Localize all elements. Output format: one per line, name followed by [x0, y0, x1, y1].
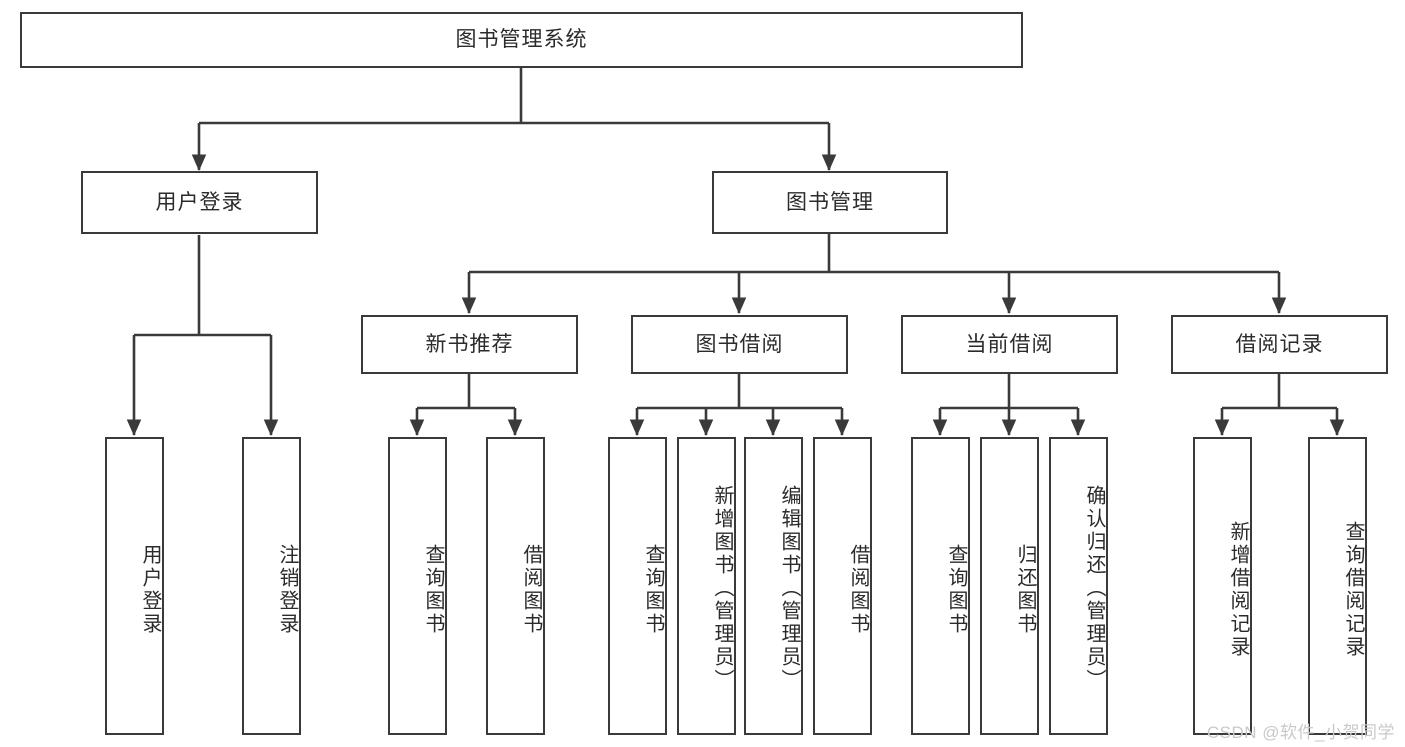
- node-borrow-record[interactable]: 借阅记录: [1171, 315, 1388, 374]
- leaf-borrow-record-query[interactable]: 查询借阅记录: [1308, 437, 1367, 735]
- leaf-user-login-signout[interactable]: 注销登录: [242, 437, 301, 735]
- node-label: 图书借阅: [695, 332, 784, 356]
- node-label: 用户登录: [139, 544, 161, 636]
- node-label: 新书推荐: [425, 332, 514, 356]
- leaf-current-borrow-confirm-admin[interactable]: 确认归还（管理员）: [1049, 437, 1108, 735]
- node-label: 查询图书: [642, 544, 664, 636]
- node-label: 新增图书（管理员）: [711, 484, 733, 692]
- node-label: 查询图书: [422, 544, 444, 636]
- node-label: 归还图书: [1014, 544, 1036, 636]
- node-label: 查询借阅记录: [1342, 521, 1364, 659]
- node-label: 新增借阅记录: [1227, 521, 1249, 659]
- node-label: 借阅记录: [1235, 332, 1324, 356]
- node-label: 查询图书: [945, 544, 967, 636]
- leaf-book-borrow-borrow[interactable]: 借阅图书: [813, 437, 872, 735]
- watermark: CSDN @软件_小贺同学: [1206, 723, 1395, 742]
- leaf-book-borrow-add-admin[interactable]: 新增图书（管理员）: [677, 437, 736, 735]
- node-label: 借阅图书: [847, 544, 869, 636]
- node-label: 用户登录: [155, 190, 244, 214]
- leaf-new-book-query[interactable]: 查询图书: [388, 437, 447, 735]
- node-user-login[interactable]: 用户登录: [81, 171, 318, 234]
- leaf-book-borrow-query[interactable]: 查询图书: [608, 437, 667, 735]
- leaf-current-borrow-query[interactable]: 查询图书: [911, 437, 970, 735]
- leaf-current-borrow-return[interactable]: 归还图书: [980, 437, 1039, 735]
- leaf-borrow-record-add[interactable]: 新增借阅记录: [1193, 437, 1252, 735]
- node-label: 图书管理系统: [455, 28, 588, 52]
- node-label: 借阅图书: [520, 544, 542, 636]
- node-label: 当前借阅: [965, 332, 1054, 356]
- node-current-borrow[interactable]: 当前借阅: [901, 315, 1118, 374]
- leaf-new-book-borrow[interactable]: 借阅图书: [486, 437, 545, 735]
- node-book-management[interactable]: 图书管理: [712, 171, 948, 234]
- node-label: 确认归还（管理员）: [1083, 484, 1105, 692]
- node-root-book-management-system[interactable]: 图书管理系统: [20, 12, 1023, 68]
- node-book-borrow[interactable]: 图书借阅: [631, 315, 848, 374]
- leaf-book-borrow-edit-admin[interactable]: 编辑图书（管理员）: [744, 437, 803, 735]
- node-label: 图书管理: [786, 190, 874, 214]
- node-new-book-recommend[interactable]: 新书推荐: [361, 315, 578, 374]
- node-label: 编辑图书（管理员）: [778, 484, 800, 692]
- node-label: 注销登录: [276, 544, 298, 636]
- leaf-user-login-signin[interactable]: 用户登录: [105, 437, 164, 735]
